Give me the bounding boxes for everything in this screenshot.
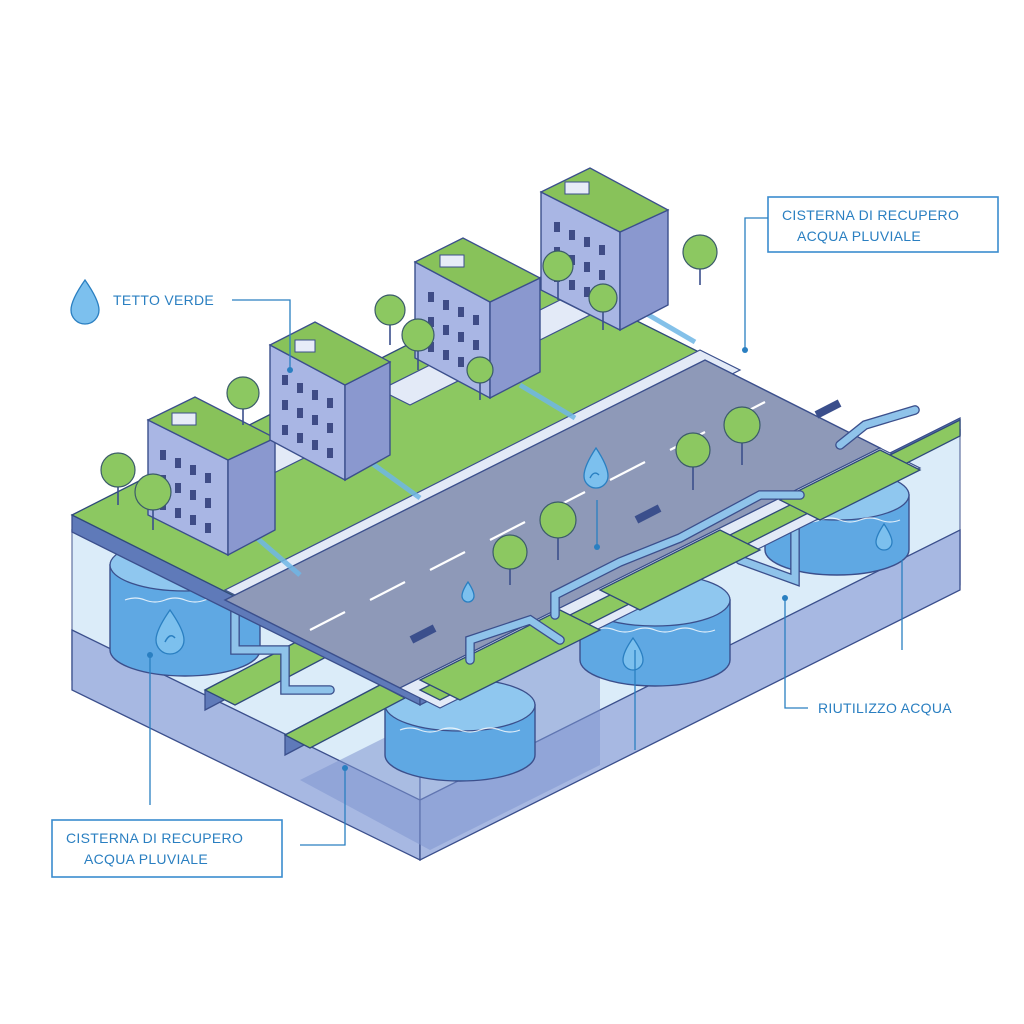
- water-drop-icon: [875, 522, 893, 551]
- cistern-bottom-label-line1: CISTERNA DI RECUPERO: [66, 830, 243, 846]
- tree: [682, 234, 718, 285]
- callout-green-roof: TETTO VERDE: [70, 278, 293, 373]
- tree: [492, 534, 528, 585]
- tree: [466, 356, 494, 400]
- crosswalk: [719, 313, 821, 377]
- tree: [723, 406, 761, 465]
- tree: [675, 432, 711, 490]
- street-drops: [461, 446, 609, 603]
- building-3: [413, 237, 542, 400]
- tree: [542, 250, 574, 300]
- bioswale-planters: [203, 638, 407, 757]
- cistern-top-label-line2: ACQUA PLUVIALE: [797, 228, 921, 244]
- leaf-drop-icon: [622, 636, 644, 671]
- tree: [374, 294, 406, 345]
- building-1: [146, 396, 277, 557]
- water-drop-icon: [461, 580, 475, 603]
- tree: [226, 376, 260, 425]
- buildings: [146, 167, 670, 557]
- tree: [588, 283, 618, 330]
- callout-cistern-bottom: CISTERNA DI RECUPERO ACQUA PLUVIALE: [51, 500, 600, 878]
- callout-cistern-top: CISTERNA DI RECUPERO ACQUA PLUVIALE: [742, 196, 999, 353]
- trees: [100, 234, 761, 585]
- green-roof-label: TETTO VERDE: [113, 292, 214, 308]
- building-2: [268, 321, 392, 482]
- tree: [401, 318, 435, 370]
- water-drop-icon: [70, 278, 100, 325]
- water-reuse-label: RIUTILIZZO ACQUA: [818, 700, 952, 716]
- tree: [539, 501, 577, 560]
- surface-pipes: [465, 405, 920, 665]
- leaf-drop-icon: [155, 608, 185, 655]
- tree: [134, 473, 172, 530]
- cistern-bottom-label-line2: ACQUA PLUVIALE: [84, 851, 208, 867]
- drain-grates: [409, 399, 842, 644]
- callout-water-reuse: RIUTILIZZO ACQUA: [634, 560, 952, 750]
- cistern-top-label-line1: CISTERNA DI RECUPERO: [782, 207, 959, 223]
- tree: [100, 452, 136, 505]
